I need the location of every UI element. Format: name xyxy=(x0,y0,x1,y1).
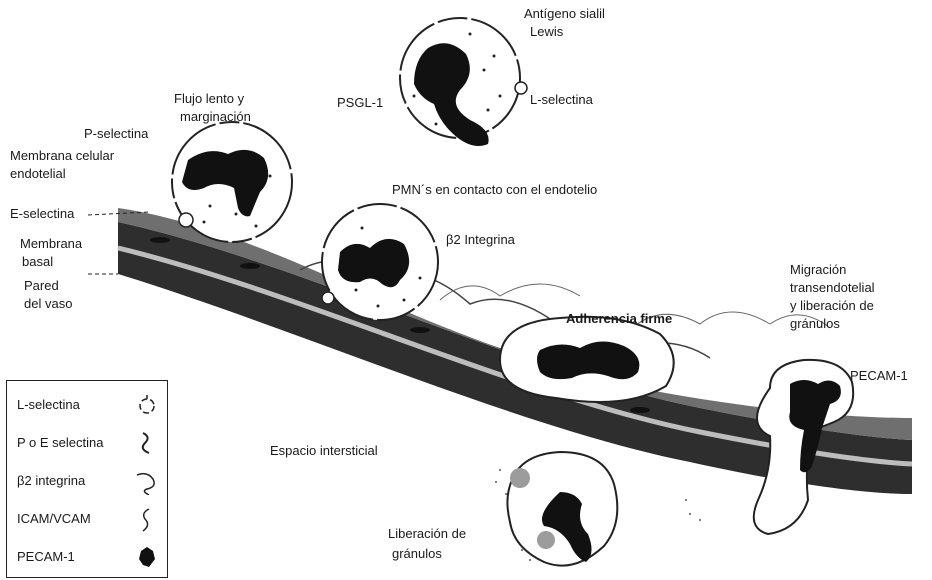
legend-item: P o E selectina xyxy=(7,425,167,461)
label-espacio: Espacio intersticial xyxy=(270,443,378,458)
pecam-icon xyxy=(133,543,161,571)
leukocyte-contact xyxy=(322,204,438,320)
label-migracion-1: Migración xyxy=(790,262,846,277)
leukocyte-degranulating xyxy=(495,452,701,566)
label-migracion-3: y liberación de xyxy=(790,298,874,313)
label-migracion-4: gránulos xyxy=(790,316,840,331)
label-e-selectina: E-selectina xyxy=(10,206,74,221)
label-antigeno: Antígeno sialil xyxy=(524,6,605,21)
label-l-selectina: L-selectina xyxy=(530,92,593,107)
label-migracion-2: transendotelial xyxy=(790,280,875,295)
legend-item: L-selectina xyxy=(7,387,167,423)
legend-item: ICAM/VCAM xyxy=(7,501,167,537)
label-flujo-2: marginación xyxy=(180,109,251,124)
leukocyte-adherent xyxy=(500,317,674,402)
label-membrana-celular-2: endotelial xyxy=(10,166,66,181)
legend-label: ICAM/VCAM xyxy=(17,511,91,526)
label-psgl: PSGL-1 xyxy=(337,95,383,110)
label-b2-integrina: β2 Integrina xyxy=(446,232,515,247)
label-pared-1: Pared xyxy=(24,278,59,293)
legend-label: β2 integrina xyxy=(17,473,85,488)
leukocyte-top xyxy=(400,18,527,146)
label-pared-2: del vaso xyxy=(24,296,72,311)
label-pecam: PECAM-1 xyxy=(850,368,908,383)
selectin-icon xyxy=(133,429,161,457)
label-adherencia: Adherencia firme xyxy=(566,311,672,326)
legend-item: β2 integrina xyxy=(7,463,167,499)
label-membrana-basal-1: Membrana xyxy=(20,236,82,251)
integrin-icon xyxy=(133,467,161,495)
label-liberacion-2: gránulos xyxy=(392,546,442,561)
label-lewis: Lewis xyxy=(530,24,563,39)
label-pmn: PMN´s en contacto con el endotelio xyxy=(392,182,597,197)
label-flujo-1: Flujo lento y xyxy=(174,91,244,106)
label-liberacion-1: Liberación de xyxy=(388,526,466,541)
legend: L-selectina P o E selectina β2 integrina… xyxy=(6,380,168,578)
label-membrana-celular-1: Membrana celular xyxy=(10,148,114,163)
leukocyte-marginating xyxy=(172,122,292,242)
legend-label: L-selectina xyxy=(17,397,80,412)
icam-icon xyxy=(133,505,161,533)
legend-item: PECAM-1 xyxy=(7,539,167,575)
legend-label: PECAM-1 xyxy=(17,549,75,564)
label-membrana-basal-2: basal xyxy=(22,254,53,269)
l-selectin-icon xyxy=(133,391,161,419)
label-p-selectina: P-selectina xyxy=(84,126,148,141)
legend-label: P o E selectina xyxy=(17,435,103,450)
